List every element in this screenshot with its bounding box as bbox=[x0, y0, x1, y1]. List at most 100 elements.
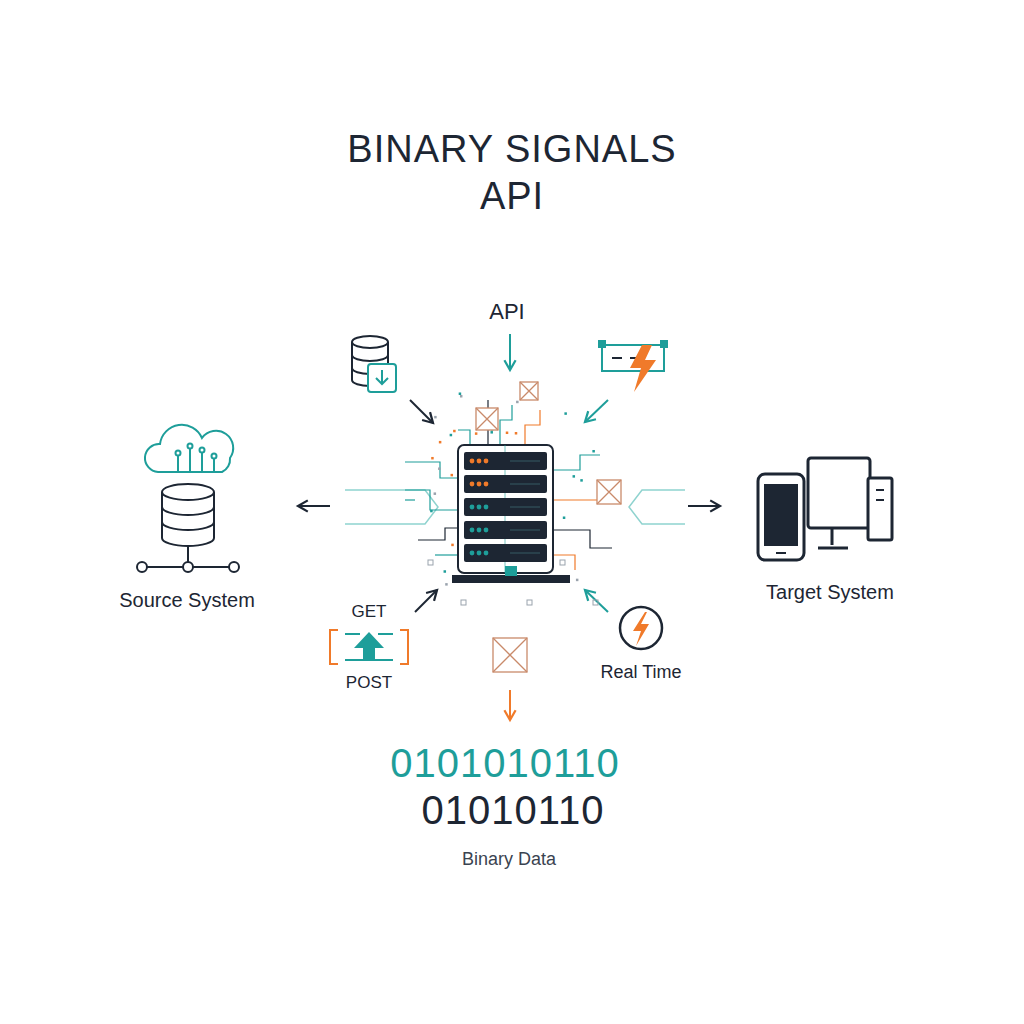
server-rack-part bbox=[458, 445, 553, 573]
circuit-traces-part bbox=[458, 430, 470, 445]
circuit-traces-part bbox=[553, 530, 612, 548]
target-system-icon-part bbox=[876, 490, 884, 500]
request-icon bbox=[330, 630, 408, 664]
data-packets-part-part bbox=[493, 638, 527, 672]
binary-digits: 01010110 bbox=[422, 786, 605, 834]
server-rack-part-part bbox=[510, 483, 540, 485]
data-packets bbox=[476, 382, 621, 672]
circuit-traces-part bbox=[405, 490, 458, 510]
data-packets-part bbox=[476, 408, 498, 430]
server-rack-part-part bbox=[510, 552, 540, 554]
flow-arrows-part bbox=[585, 400, 608, 422]
data-packets-part bbox=[520, 382, 538, 400]
server-rack-part-part bbox=[470, 551, 475, 556]
server-rack-part-part bbox=[470, 482, 475, 487]
signal-dots-part bbox=[450, 434, 453, 437]
target-system-icon-part bbox=[776, 552, 786, 554]
server-rack-part bbox=[464, 452, 547, 562]
signal-dots-part bbox=[564, 412, 567, 415]
server-rack-part-part bbox=[510, 460, 540, 462]
database-download-icon-part bbox=[368, 364, 396, 392]
signal-dots-part bbox=[451, 544, 454, 547]
server-rack-part-part bbox=[464, 498, 547, 516]
target-system-icon-part bbox=[818, 528, 848, 548]
flow-arrows-part bbox=[298, 505, 330, 507]
source-system-icon-part bbox=[178, 448, 214, 472]
target-system-icon bbox=[758, 458, 892, 560]
signal-dots-part bbox=[439, 441, 442, 444]
request-icon-part bbox=[330, 630, 338, 664]
database-download-icon-part bbox=[376, 370, 388, 384]
signal-dots-part bbox=[475, 432, 478, 435]
circuit-traces-part bbox=[500, 405, 512, 445]
signal-dots-part bbox=[490, 431, 493, 434]
server-rack-part bbox=[452, 575, 570, 583]
signal-dots-part bbox=[453, 430, 456, 433]
server-rack-part-part bbox=[464, 544, 547, 562]
data-packets-part-part bbox=[597, 480, 621, 504]
circuit-traces bbox=[405, 400, 612, 570]
signal-dots-part bbox=[434, 416, 437, 419]
target-system-icon-part bbox=[808, 458, 870, 528]
server-rack-part-part bbox=[464, 521, 547, 539]
server-rack-part-part bbox=[484, 551, 489, 556]
source-system-icon bbox=[137, 425, 239, 572]
connector-hexagons-part bbox=[345, 490, 438, 524]
circuit-traces-part bbox=[525, 410, 540, 445]
system-label: Source System bbox=[119, 588, 255, 612]
server-rack-part-part bbox=[477, 551, 482, 556]
flow-arrows-part bbox=[585, 590, 608, 612]
database-download-icon-part bbox=[352, 336, 388, 348]
target-system-icon-part bbox=[764, 484, 798, 546]
server-rack-part-part bbox=[477, 459, 482, 464]
title: BINARY SIGNALS API bbox=[337, 126, 687, 220]
event-icon-part bbox=[660, 340, 668, 348]
server-rack-part-part bbox=[470, 528, 475, 533]
target-system-icon-part bbox=[758, 474, 804, 560]
server-rack-part-part bbox=[484, 482, 489, 487]
server-rack-part-part bbox=[470, 459, 475, 464]
source-system-icon-part bbox=[162, 507, 214, 530]
server-rack-part-part bbox=[477, 482, 482, 487]
signal-dots-part bbox=[576, 579, 579, 582]
server-rack-part-part bbox=[477, 528, 482, 533]
circuit-traces-part bbox=[435, 554, 458, 555]
signal-dots-part bbox=[459, 392, 462, 395]
source-system-icon-part bbox=[229, 562, 239, 572]
target-system-icon-part bbox=[868, 478, 892, 540]
signal-dots-part bbox=[593, 600, 598, 605]
data-packets-part-part bbox=[476, 408, 498, 430]
signal-dots-part bbox=[451, 474, 454, 477]
signal-dots-part bbox=[430, 510, 433, 513]
source-system-icon-part bbox=[176, 451, 181, 456]
event-icon bbox=[598, 340, 668, 392]
signal-dots-part bbox=[560, 560, 565, 565]
source-system-icon-part bbox=[183, 562, 193, 572]
circuit-traces-part bbox=[405, 499, 415, 500]
server-rack-part-part bbox=[477, 505, 482, 510]
server-rack-part-part bbox=[464, 475, 547, 493]
signal-dots-part bbox=[527, 600, 532, 605]
server-rack-part-part bbox=[484, 459, 489, 464]
data-packets-part bbox=[493, 638, 527, 672]
data-packets-part-part bbox=[476, 408, 498, 430]
flow-arrows-part bbox=[509, 690, 511, 720]
database-download-icon bbox=[352, 336, 396, 392]
source-system-icon-part bbox=[137, 562, 147, 572]
server-rack-part-part bbox=[484, 505, 489, 510]
event-icon-part bbox=[630, 345, 656, 392]
flow-arrows bbox=[298, 334, 720, 720]
real-time-icon-part bbox=[620, 607, 662, 649]
request-icon-part bbox=[354, 632, 384, 660]
signal-dots-part bbox=[438, 467, 441, 470]
signal-dots-part bbox=[516, 401, 519, 404]
signal-dots-part bbox=[461, 600, 466, 605]
method-label: POST bbox=[346, 673, 392, 693]
signal-dots-part bbox=[445, 583, 448, 586]
request-icon-part bbox=[400, 630, 408, 664]
server-rack-part-part bbox=[510, 506, 540, 508]
data-packets-part bbox=[597, 480, 621, 504]
signal-dots-part bbox=[592, 450, 595, 453]
source-system-icon-part bbox=[145, 425, 233, 472]
